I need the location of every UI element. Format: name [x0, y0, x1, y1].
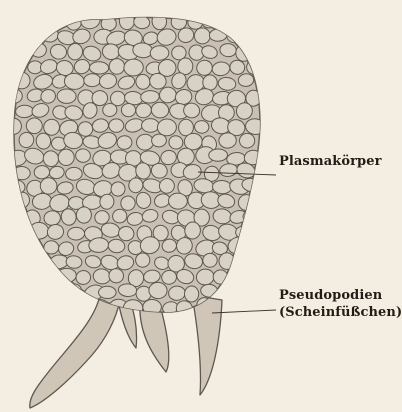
cell	[58, 149, 75, 166]
cell	[150, 45, 169, 60]
cell	[31, 12, 51, 28]
cell	[24, 271, 39, 285]
cell	[219, 132, 237, 148]
cell	[209, 149, 228, 162]
cell	[9, 239, 26, 252]
cell	[237, 14, 256, 30]
cell	[234, 282, 254, 298]
cell	[12, 254, 32, 267]
cell	[119, 12, 135, 30]
cell	[222, 14, 239, 29]
cell	[109, 119, 124, 132]
cell	[239, 133, 255, 148]
cell	[65, 167, 82, 180]
cell	[188, 16, 203, 30]
cell	[203, 253, 217, 267]
cell	[228, 269, 246, 286]
cell	[84, 74, 101, 87]
cell	[13, 226, 31, 241]
cell	[67, 227, 84, 240]
pseudopodia-label-line2: (Scheinfüßchen)	[279, 304, 402, 321]
cell	[184, 286, 198, 302]
cell	[57, 89, 76, 104]
cell	[22, 296, 41, 316]
cell	[6, 205, 28, 225]
pseudopodia-label-line1: Pseudopodien	[279, 287, 402, 304]
cell	[98, 286, 116, 299]
cell	[78, 122, 93, 137]
cell	[237, 253, 255, 270]
cell	[76, 206, 92, 223]
cell	[39, 266, 61, 287]
cell	[219, 252, 235, 269]
cell	[117, 135, 132, 149]
cell	[246, 236, 265, 256]
cell	[34, 283, 51, 299]
cell	[42, 297, 57, 314]
cell	[245, 29, 263, 48]
pseudopodia-label: Pseudopodien (Scheinfüßchen)	[279, 287, 402, 321]
cell	[8, 26, 27, 45]
cell	[16, 15, 31, 29]
cell	[13, 166, 30, 180]
cell	[40, 177, 58, 195]
cell	[30, 254, 49, 271]
cell	[15, 285, 33, 303]
cell	[171, 14, 187, 30]
cell	[74, 298, 94, 319]
pseudopodia	[30, 295, 222, 408]
cell	[48, 284, 64, 301]
cell	[58, 297, 79, 316]
cell	[7, 302, 23, 316]
cell	[151, 134, 167, 148]
cell	[8, 61, 24, 76]
cell	[109, 59, 124, 75]
cell	[168, 193, 187, 210]
cell	[15, 105, 33, 118]
cell	[4, 269, 23, 285]
cell	[26, 118, 43, 134]
cell	[243, 269, 262, 288]
cell	[142, 119, 160, 133]
plasma-body	[3, 10, 265, 319]
plasma-body-label: Plasmakörper	[279, 153, 382, 170]
cell	[5, 89, 22, 104]
cell	[218, 285, 235, 299]
cell	[89, 62, 108, 75]
cell	[246, 59, 264, 75]
cell	[121, 103, 136, 117]
